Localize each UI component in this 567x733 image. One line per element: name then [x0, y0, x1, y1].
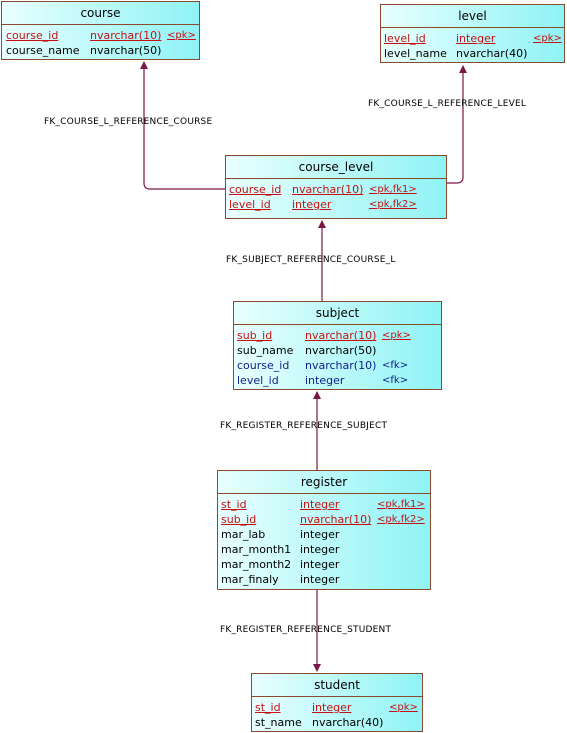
- attribute-row[interactable]: sub_id nvarchar(10) <pk,fk2>: [218, 512, 430, 527]
- attribute-type: integer: [312, 701, 352, 714]
- attribute-name: level_id: [237, 374, 279, 387]
- attribute-type: integer: [300, 573, 340, 586]
- relationship-label-subject-course-level: FK_SUBJECT_REFERENCE_COURSE_L: [226, 255, 396, 265]
- attribute-key-flag: <pk>: [389, 702, 418, 713]
- attribute-type: nvarchar(10): [300, 513, 372, 526]
- attribute-key-flag: <fk>: [382, 360, 409, 371]
- entity-student-title: student: [252, 674, 422, 697]
- attribute-row[interactable]: mar_month2 integer: [218, 557, 430, 572]
- attribute-type: integer: [305, 374, 345, 387]
- attribute-row[interactable]: st_id integer <pk>: [252, 700, 422, 715]
- entity-course[interactable]: course course_id nvarchar(10) <pk> cours…: [1, 1, 200, 60]
- attribute-type: integer: [292, 198, 332, 211]
- attribute-type: integer: [456, 32, 496, 45]
- attribute-key-flag: <pk,fk2>: [377, 514, 425, 525]
- attribute-name: sub_id: [221, 513, 257, 526]
- attribute-type: integer: [300, 558, 340, 571]
- attribute-name: course_id: [229, 183, 282, 196]
- attribute-name: st_id: [221, 498, 247, 511]
- attribute-row[interactable]: level_name nvarchar(40): [381, 46, 564, 61]
- attribute-type: nvarchar(10): [292, 183, 364, 196]
- attribute-row[interactable]: mar_finaly integer: [218, 572, 430, 587]
- entity-course-attributes: course_id nvarchar(10) <pk> course_name …: [2, 28, 199, 58]
- attribute-type: nvarchar(10): [305, 329, 377, 342]
- entity-student-attributes: st_id integer <pk> st_name nvarchar(40): [252, 700, 422, 730]
- entity-course-title: course: [2, 2, 199, 25]
- attribute-name: level_id: [229, 198, 271, 211]
- attribute-row[interactable]: course_id nvarchar(10) <fk>: [234, 358, 441, 373]
- attribute-row[interactable]: sub_id nvarchar(10) <pk>: [234, 328, 441, 343]
- attribute-name: sub_id: [237, 329, 273, 342]
- attribute-row[interactable]: st_name nvarchar(40): [252, 715, 422, 730]
- attribute-type: integer: [300, 528, 340, 541]
- attribute-type: integer: [300, 543, 340, 556]
- entity-subject[interactable]: subject sub_id nvarchar(10) <pk> sub_nam…: [233, 301, 442, 390]
- relationship-line-course-level-to-course[interactable]: [140, 61, 225, 190]
- attribute-row[interactable]: level_id integer <pk>: [381, 31, 564, 46]
- attribute-key-flag: <fk>: [382, 375, 409, 386]
- entity-subject-title: subject: [234, 302, 441, 325]
- attribute-row[interactable]: st_id integer <pk,fk1>: [218, 497, 430, 512]
- entity-student[interactable]: student st_id integer <pk> st_name nvarc…: [251, 673, 423, 732]
- attribute-row[interactable]: course_id nvarchar(10) <pk>: [2, 28, 199, 43]
- attribute-row[interactable]: mar_month1 integer: [218, 542, 430, 557]
- entity-level-title: level: [381, 5, 564, 28]
- attribute-name: mar_month1: [221, 543, 292, 556]
- entity-register[interactable]: register st_id integer <pk,fk1> sub_id n…: [217, 470, 431, 590]
- attribute-type: nvarchar(50): [90, 44, 162, 57]
- attribute-key-flag: <pk,fk2>: [369, 199, 417, 210]
- attribute-name: level_name: [384, 47, 447, 60]
- relationship-line-course-level-to-level[interactable]: [447, 65, 467, 184]
- entity-level-attributes: level_id integer <pk> level_name nvarcha…: [381, 31, 564, 61]
- entity-register-attributes: st_id integer <pk,fk1> sub_id nvarchar(1…: [218, 497, 430, 587]
- attribute-type: nvarchar(40): [312, 716, 384, 729]
- attribute-row[interactable]: mar_lab integer: [218, 527, 430, 542]
- attribute-type: nvarchar(40): [456, 47, 528, 60]
- attribute-type: nvarchar(10): [305, 359, 377, 372]
- attribute-name: mar_finaly: [221, 573, 279, 586]
- attribute-row[interactable]: level_id integer <fk>: [234, 373, 441, 388]
- attribute-key-flag: <pk,fk1>: [369, 184, 417, 195]
- attribute-name: level_id: [384, 32, 426, 45]
- attribute-type: nvarchar(50): [305, 344, 377, 357]
- attribute-name: st_name: [255, 716, 302, 729]
- attribute-name: mar_lab: [221, 528, 266, 541]
- attribute-name: mar_month2: [221, 558, 292, 571]
- relationship-label-register-student: FK_REGISTER_REFERENCE_STUDENT: [220, 625, 392, 635]
- attribute-key-flag: <pk>: [382, 330, 411, 341]
- attribute-name: st_id: [255, 701, 281, 714]
- relationship-label-course-level-course: FK_COURSE_L_REFERENCE_COURSE: [44, 117, 213, 127]
- attribute-row[interactable]: course_name nvarchar(50): [2, 43, 199, 58]
- attribute-key-flag: <pk>: [167, 30, 196, 41]
- entity-register-title: register: [218, 471, 430, 494]
- attribute-key-flag: <pk>: [533, 33, 562, 44]
- entity-level[interactable]: level level_id integer <pk> level_name n…: [380, 4, 565, 63]
- attribute-name: course_id: [6, 29, 59, 42]
- attribute-name: course_id: [237, 359, 290, 372]
- entity-course-level-attributes: course_id nvarchar(10) <pk,fk1> level_id…: [226, 182, 446, 212]
- attribute-type: nvarchar(10): [90, 29, 162, 42]
- entity-course-level[interactable]: course_level course_id nvarchar(10) <pk,…: [225, 155, 447, 219]
- attribute-name: sub_name: [237, 344, 294, 357]
- relationship-label-register-subject: FK_REGISTER_REFERENCE_SUBJECT: [220, 421, 388, 431]
- attribute-type: integer: [300, 498, 340, 511]
- attribute-row[interactable]: course_id nvarchar(10) <pk,fk1>: [226, 182, 446, 197]
- entity-subject-attributes: sub_id nvarchar(10) <pk> sub_name nvarch…: [234, 328, 441, 388]
- attribute-row[interactable]: level_id integer <pk,fk2>: [226, 197, 446, 212]
- attribute-key-flag: <pk,fk1>: [377, 499, 425, 510]
- attribute-name: course_name: [6, 44, 80, 57]
- entity-course-level-title: course_level: [226, 156, 446, 179]
- relationship-label-course-level-level: FK_COURSE_L_REFERENCE_LEVEL: [368, 99, 527, 109]
- attribute-row[interactable]: sub_name nvarchar(50): [234, 343, 441, 358]
